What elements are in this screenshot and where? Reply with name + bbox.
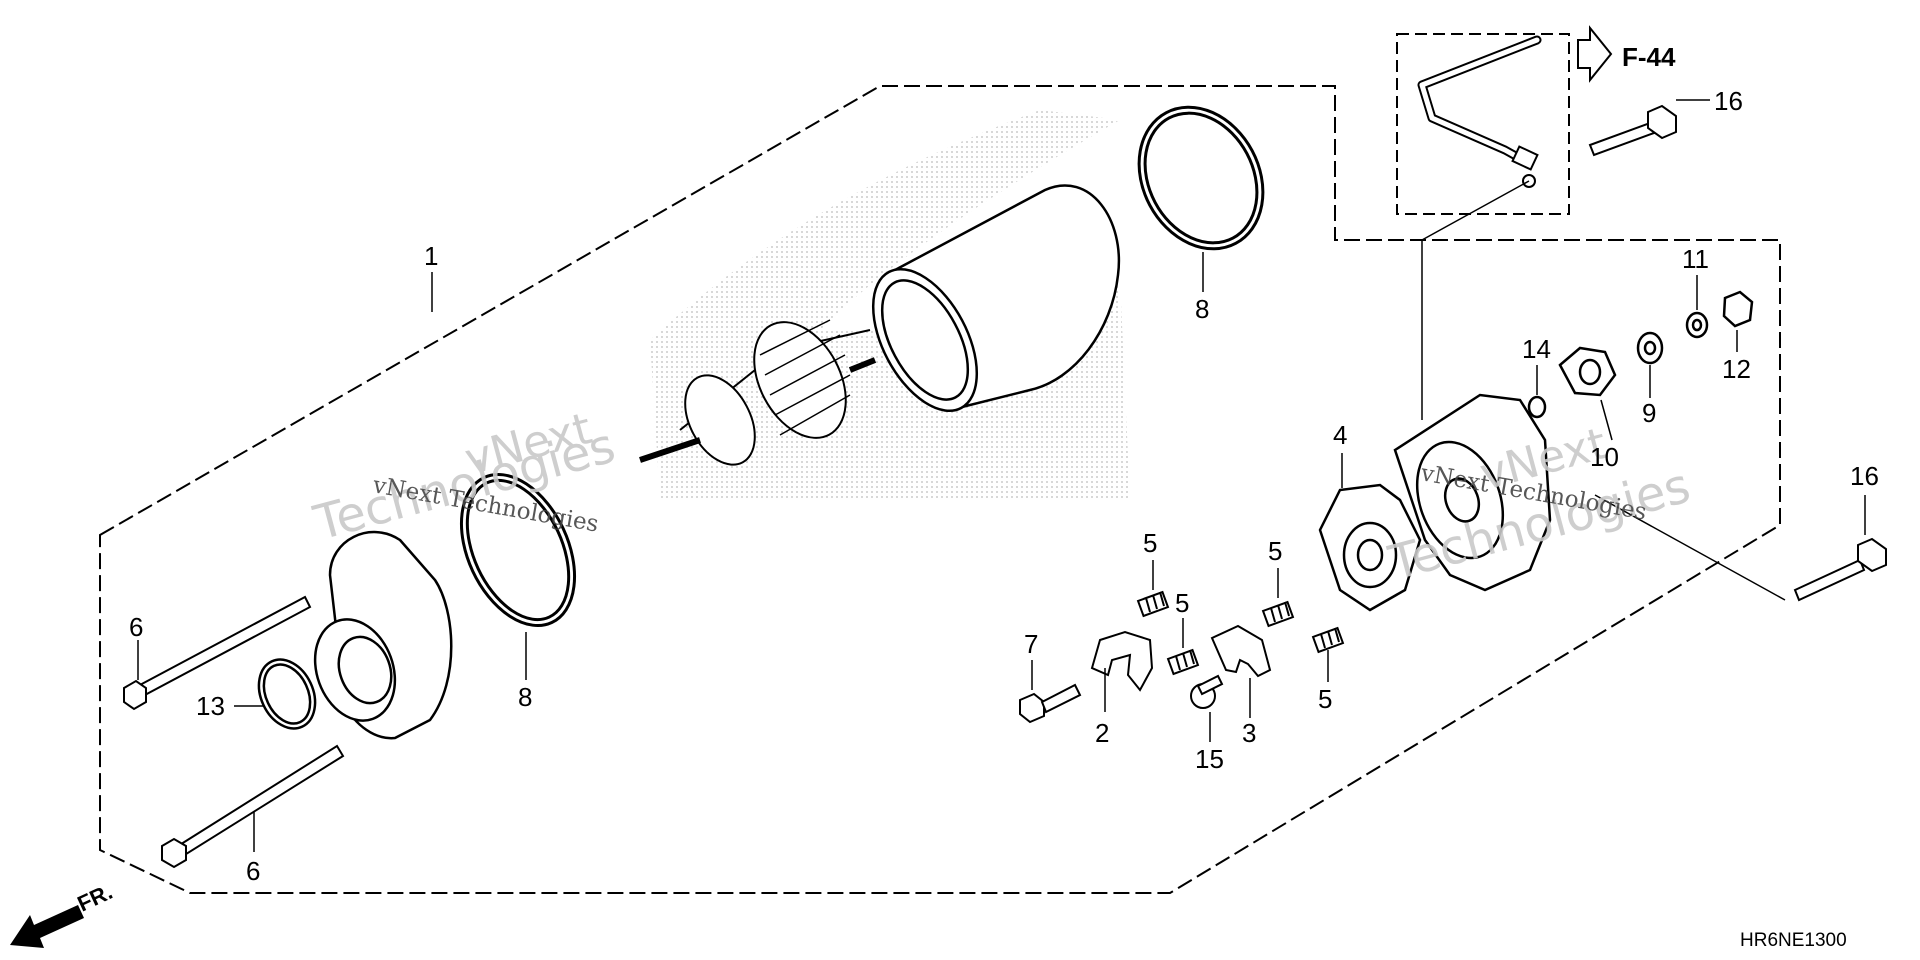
nut-12: [1722, 290, 1754, 328]
brush-spring-b: [1166, 648, 1200, 676]
callout-16b: 16: [1850, 461, 1879, 491]
reference-arrow-icon: [1577, 25, 1613, 83]
callout-3: 3: [1242, 718, 1256, 748]
yoke-housing: [871, 184, 1121, 413]
o-ring-13: [257, 658, 317, 730]
callout-8b: 8: [518, 682, 532, 712]
terminal-nut: [1558, 346, 1617, 397]
brush-spring-c: [1261, 600, 1295, 628]
callout-10: 10: [1590, 442, 1619, 472]
callout-6b: 6: [246, 856, 260, 886]
diagram-code: HR6NE1300: [1740, 930, 1847, 951]
brush-holder: [1318, 483, 1422, 612]
bolt-16-upper: [1588, 104, 1677, 157]
callout-5a: 5: [1143, 528, 1157, 558]
callout-12: 12: [1722, 354, 1751, 384]
long-bolt-lower: [161, 744, 345, 869]
reference-label: F-44: [1622, 42, 1676, 72]
rear-cover: [1393, 393, 1552, 592]
callout-1: 1: [424, 241, 438, 271]
brush-spring-a: [1136, 590, 1170, 618]
callout-15: 15: [1195, 744, 1224, 774]
callout-5d: 5: [1318, 684, 1332, 714]
bolt-16-lower: [1793, 537, 1887, 602]
callout-13: 13: [196, 691, 225, 721]
insulator-9: [1636, 331, 1664, 365]
front-arrow-icon: [10, 905, 84, 948]
callout-7: 7: [1024, 629, 1038, 659]
callout-16a: 16: [1714, 86, 1743, 116]
callout-4: 4: [1333, 420, 1347, 450]
washer-14: [1527, 395, 1547, 419]
callout-6a: 6: [129, 612, 143, 642]
callout-11: 11: [1682, 244, 1709, 274]
o-ring-upper: [1137, 105, 1265, 251]
callout-9: 9: [1642, 398, 1656, 428]
callout-14: 14: [1522, 334, 1551, 364]
callout-5b: 5: [1175, 588, 1189, 618]
armature: [639, 319, 877, 466]
callouts: 1 2 3 4 5 5 5 5 6 6 7 8 8 9 10 11 12 13 …: [129, 86, 1879, 886]
callout-8a: 8: [1195, 294, 1209, 324]
callout-5c: 5: [1268, 536, 1282, 566]
long-bolt-upper: [123, 595, 312, 711]
screw-15: [1190, 674, 1224, 709]
o-ring-lower: [459, 472, 577, 628]
brush-3: [1210, 624, 1272, 678]
assembly-outline: [99, 85, 1781, 894]
callout-2: 2: [1095, 718, 1109, 748]
inset-box: [1396, 33, 1570, 420]
brush-spring-d: [1311, 626, 1345, 654]
screw-7: [1019, 683, 1082, 724]
brush-2: [1090, 630, 1154, 692]
front-cover: [313, 530, 453, 740]
washer-11: [1685, 311, 1709, 339]
